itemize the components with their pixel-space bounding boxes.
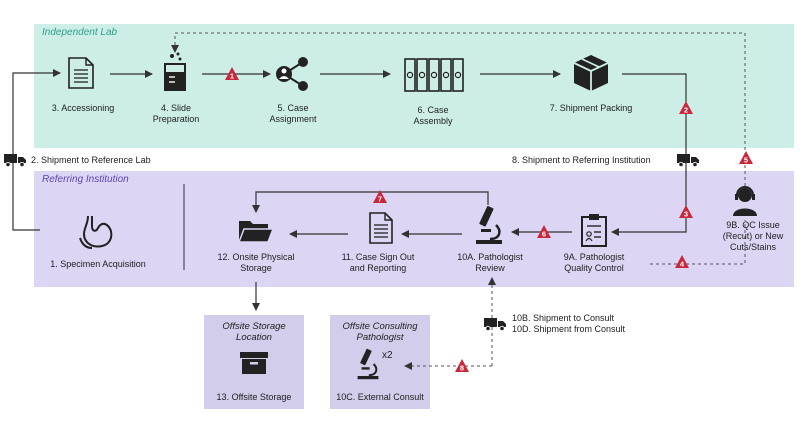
- offsite-storage-title: Offsite Storage Location: [222, 321, 286, 343]
- consult-microscope-icon: [357, 348, 379, 380]
- svg-text:1: 1: [230, 72, 234, 81]
- step-7-label: 7. Shipment Packing: [549, 103, 633, 113]
- step-4-label: 4. Slide Preparation: [152, 103, 200, 124]
- step-6-label: 6. Case Assembly: [413, 105, 453, 126]
- step-13-label: 13. Offsite Storage: [216, 392, 292, 402]
- document-icon: [68, 57, 94, 89]
- step-12-label: 12. Onsite Physical Storage: [217, 252, 295, 273]
- archive-box-icon: [240, 352, 268, 374]
- step-10c-label: 10C. External Consult: [336, 392, 424, 402]
- referring-institution-region: [34, 171, 794, 287]
- step-10b-label: 10B. Shipment to Consult: [512, 313, 615, 323]
- referring-institution-title: Referring Institution: [42, 174, 129, 185]
- step-10d-label: 10D. Shipment from Consult: [512, 324, 626, 334]
- step-11-label: 11. Case Sign Out and Reporting: [341, 252, 415, 273]
- warning-triangle-7: 7: [373, 190, 387, 204]
- beaker-icon: [164, 52, 186, 91]
- warning-triangle-2: 2: [679, 101, 693, 115]
- warning-triangle-4: 4: [675, 255, 689, 269]
- truck-icon: [484, 318, 506, 331]
- warning-triangle-1: 1: [225, 67, 239, 81]
- offsite-consulting-title: Offsite Consulting Pathologist: [342, 321, 418, 343]
- step-8-label: 8. Shipment to Referring Institution: [512, 155, 651, 165]
- report-document-icon: [369, 212, 393, 244]
- step-9b-label: 9B. QC Issue (Recut) or New Cuts/Stains: [722, 220, 784, 252]
- svg-text:7: 7: [378, 195, 382, 204]
- step-10a-label: 10A. Pathologist Review: [457, 252, 523, 273]
- package-icon: [573, 55, 609, 91]
- truck-icon: [4, 154, 26, 167]
- microscope-icon: [476, 205, 502, 244]
- offsite-consulting-region: [330, 315, 430, 409]
- svg-text:4: 4: [680, 260, 685, 269]
- svg-text:6: 6: [542, 230, 546, 239]
- warning-triangle-5: 5: [739, 151, 753, 165]
- independent-lab-title: Independent Lab: [42, 27, 118, 38]
- warning-triangle-6: 6: [537, 225, 551, 239]
- step-5-label: 5. Case Assignment: [269, 103, 317, 124]
- slide-binder-icon: [404, 58, 464, 92]
- warning-triangle-8: 8: [455, 359, 469, 373]
- step-1-label: 1. Specimen Acquisition: [50, 259, 146, 269]
- multiplier-label: x2: [382, 350, 393, 361]
- step-2-label: 2. Shipment to Reference Lab: [31, 155, 151, 165]
- svg-text:2: 2: [684, 106, 688, 115]
- step-9a-label: 9A. Pathologist Quality Control: [563, 252, 625, 273]
- svg-text:3: 3: [684, 210, 688, 219]
- clipboard-icon: [581, 214, 607, 247]
- folder-icon: [238, 221, 274, 243]
- svg-text:8: 8: [460, 364, 464, 373]
- support-person-icon: [733, 186, 757, 216]
- warning-triangle-3: 3: [679, 205, 693, 219]
- independent-lab-region: [34, 24, 794, 148]
- step-3-label: 3. Accessioning: [51, 103, 115, 113]
- svg-text:5: 5: [744, 156, 748, 165]
- stomach-icon: [79, 215, 113, 249]
- share-icon: [276, 57, 308, 91]
- truck-icon: [677, 154, 699, 167]
